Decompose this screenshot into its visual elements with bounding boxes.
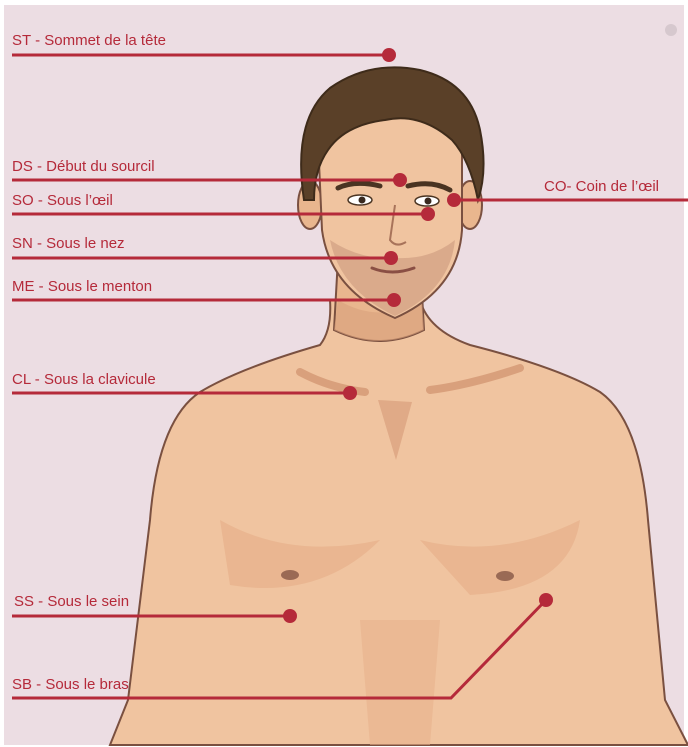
sn-marker [384,251,398,265]
so-marker [421,207,435,221]
ss-marker [283,609,297,623]
right-nipple [496,571,514,581]
label-co: CO- Coin de l’œil [544,179,659,194]
label-sb: SB - Sous le bras [12,677,129,692]
right-pupil [425,198,432,205]
me-marker [387,293,401,307]
label-st: ST - Sommet de la tête [12,33,166,48]
label-sn: SN - Sous le nez [12,236,125,251]
label-ss: SS - Sous le sein [14,594,129,609]
st-marker [382,48,396,62]
label-ds: DS - Début du sourcil [12,159,155,174]
sb-marker [539,593,553,607]
abs-shadow [360,620,440,745]
corner-dot [665,24,677,36]
left-pupil [359,197,366,204]
ds-marker [393,173,407,187]
left-nipple [281,570,299,580]
label-me: ME - Sous le menton [12,279,152,294]
label-so: SO - Sous l’œil [12,193,113,208]
co-marker [447,193,461,207]
label-cl: CL - Sous la clavicule [12,372,156,387]
cl-marker [343,386,357,400]
man-figure [110,67,688,745]
